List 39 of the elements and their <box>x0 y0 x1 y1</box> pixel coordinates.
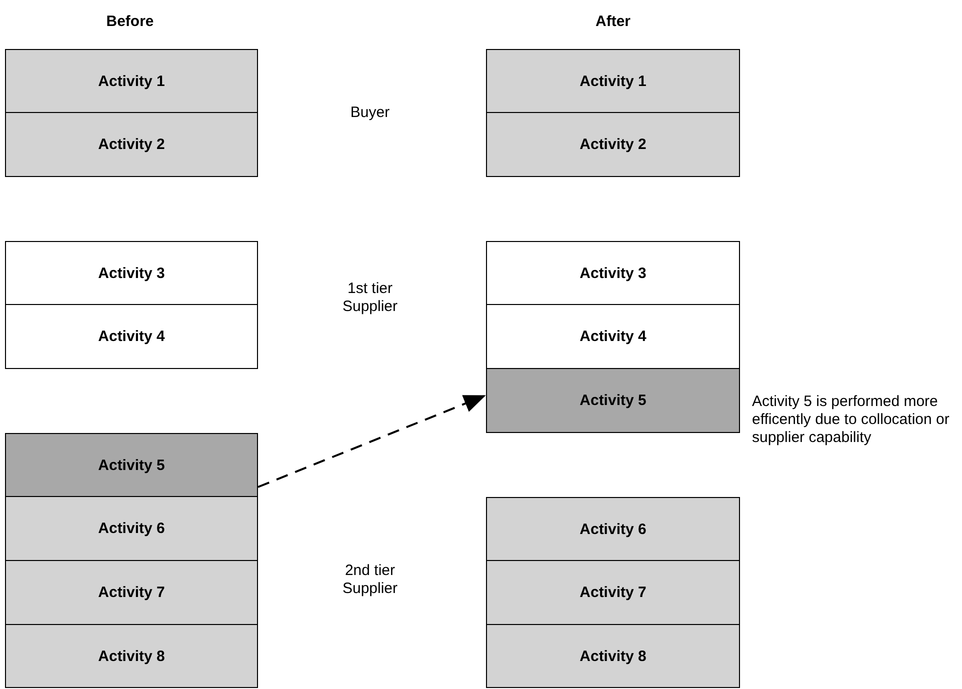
activity-label: Activity 5 <box>98 456 165 474</box>
note-text: Activity 5 is performed more efficently due to collocation or supplier capability <box>752 393 950 447</box>
activity-label: Activity 3 <box>580 264 646 282</box>
activity-label: Activity 6 <box>580 520 646 538</box>
activity-box <box>486 369 740 433</box>
activity-box <box>486 561 740 625</box>
activity-box <box>5 241 258 305</box>
activity-box <box>486 113 740 177</box>
activity-label: Activity 5 <box>580 392 646 409</box>
activity-box <box>5 625 258 688</box>
activity-box <box>5 305 258 369</box>
activity-box <box>486 49 740 113</box>
activity-box <box>5 433 258 497</box>
activity-box <box>5 113 258 177</box>
activity-label: Activity 3 <box>98 264 165 282</box>
activity-label: Activity 2 <box>580 136 646 153</box>
tier-label: Buyer <box>349 104 391 122</box>
tier-label: 2nd tier Supplier <box>341 562 399 598</box>
activity-label: Activity 6 <box>98 520 165 537</box>
column-heading: After <box>596 13 630 31</box>
activity-box <box>5 561 258 625</box>
activity-box <box>5 49 258 113</box>
activity-label: Activity 4 <box>98 328 165 345</box>
activity-box <box>486 625 740 688</box>
activity-label: Activity 1 <box>98 72 165 90</box>
activity-label: Activity 7 <box>98 584 165 601</box>
activity-label: Activity 1 <box>580 72 646 90</box>
activity-box <box>486 305 740 369</box>
column-heading: Before <box>106 13 154 31</box>
tier-label: 1st tier Supplier <box>341 280 399 316</box>
activity-box <box>5 497 258 561</box>
activity-label: Activity 4 <box>580 328 646 345</box>
activity-label: Activity 8 <box>98 648 165 664</box>
activity-box <box>486 497 740 561</box>
dashed-arrow <box>258 395 486 488</box>
activity-label: Activity 2 <box>98 136 165 153</box>
activity-label: Activity 8 <box>580 648 646 664</box>
activity-label: Activity 7 <box>580 584 646 601</box>
activity-box <box>486 241 740 305</box>
